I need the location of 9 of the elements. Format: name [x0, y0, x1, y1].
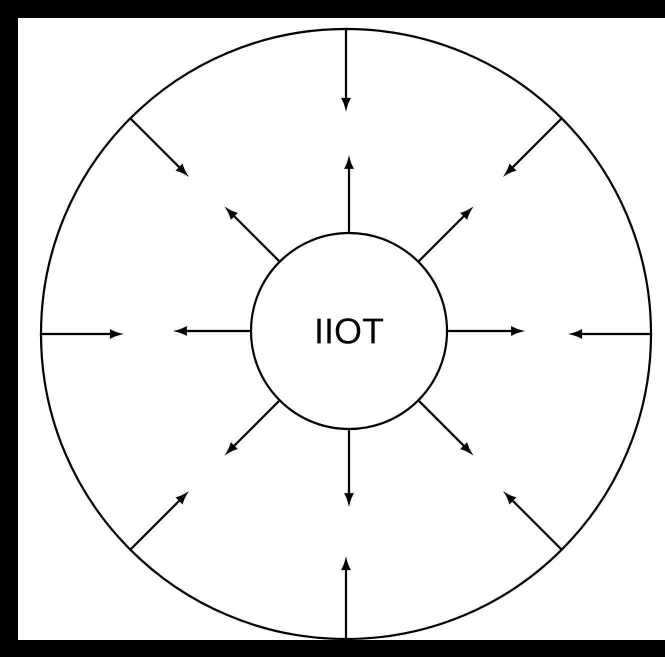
arrow [128, 116, 187, 175]
arrow [226, 208, 280, 262]
arrow [418, 208, 472, 262]
arrow [505, 116, 564, 175]
arrow [505, 493, 564, 552]
circle-node: IIOT [250, 232, 448, 430]
arrow [128, 493, 187, 552]
arrow [226, 400, 280, 454]
arrow [418, 400, 472, 454]
